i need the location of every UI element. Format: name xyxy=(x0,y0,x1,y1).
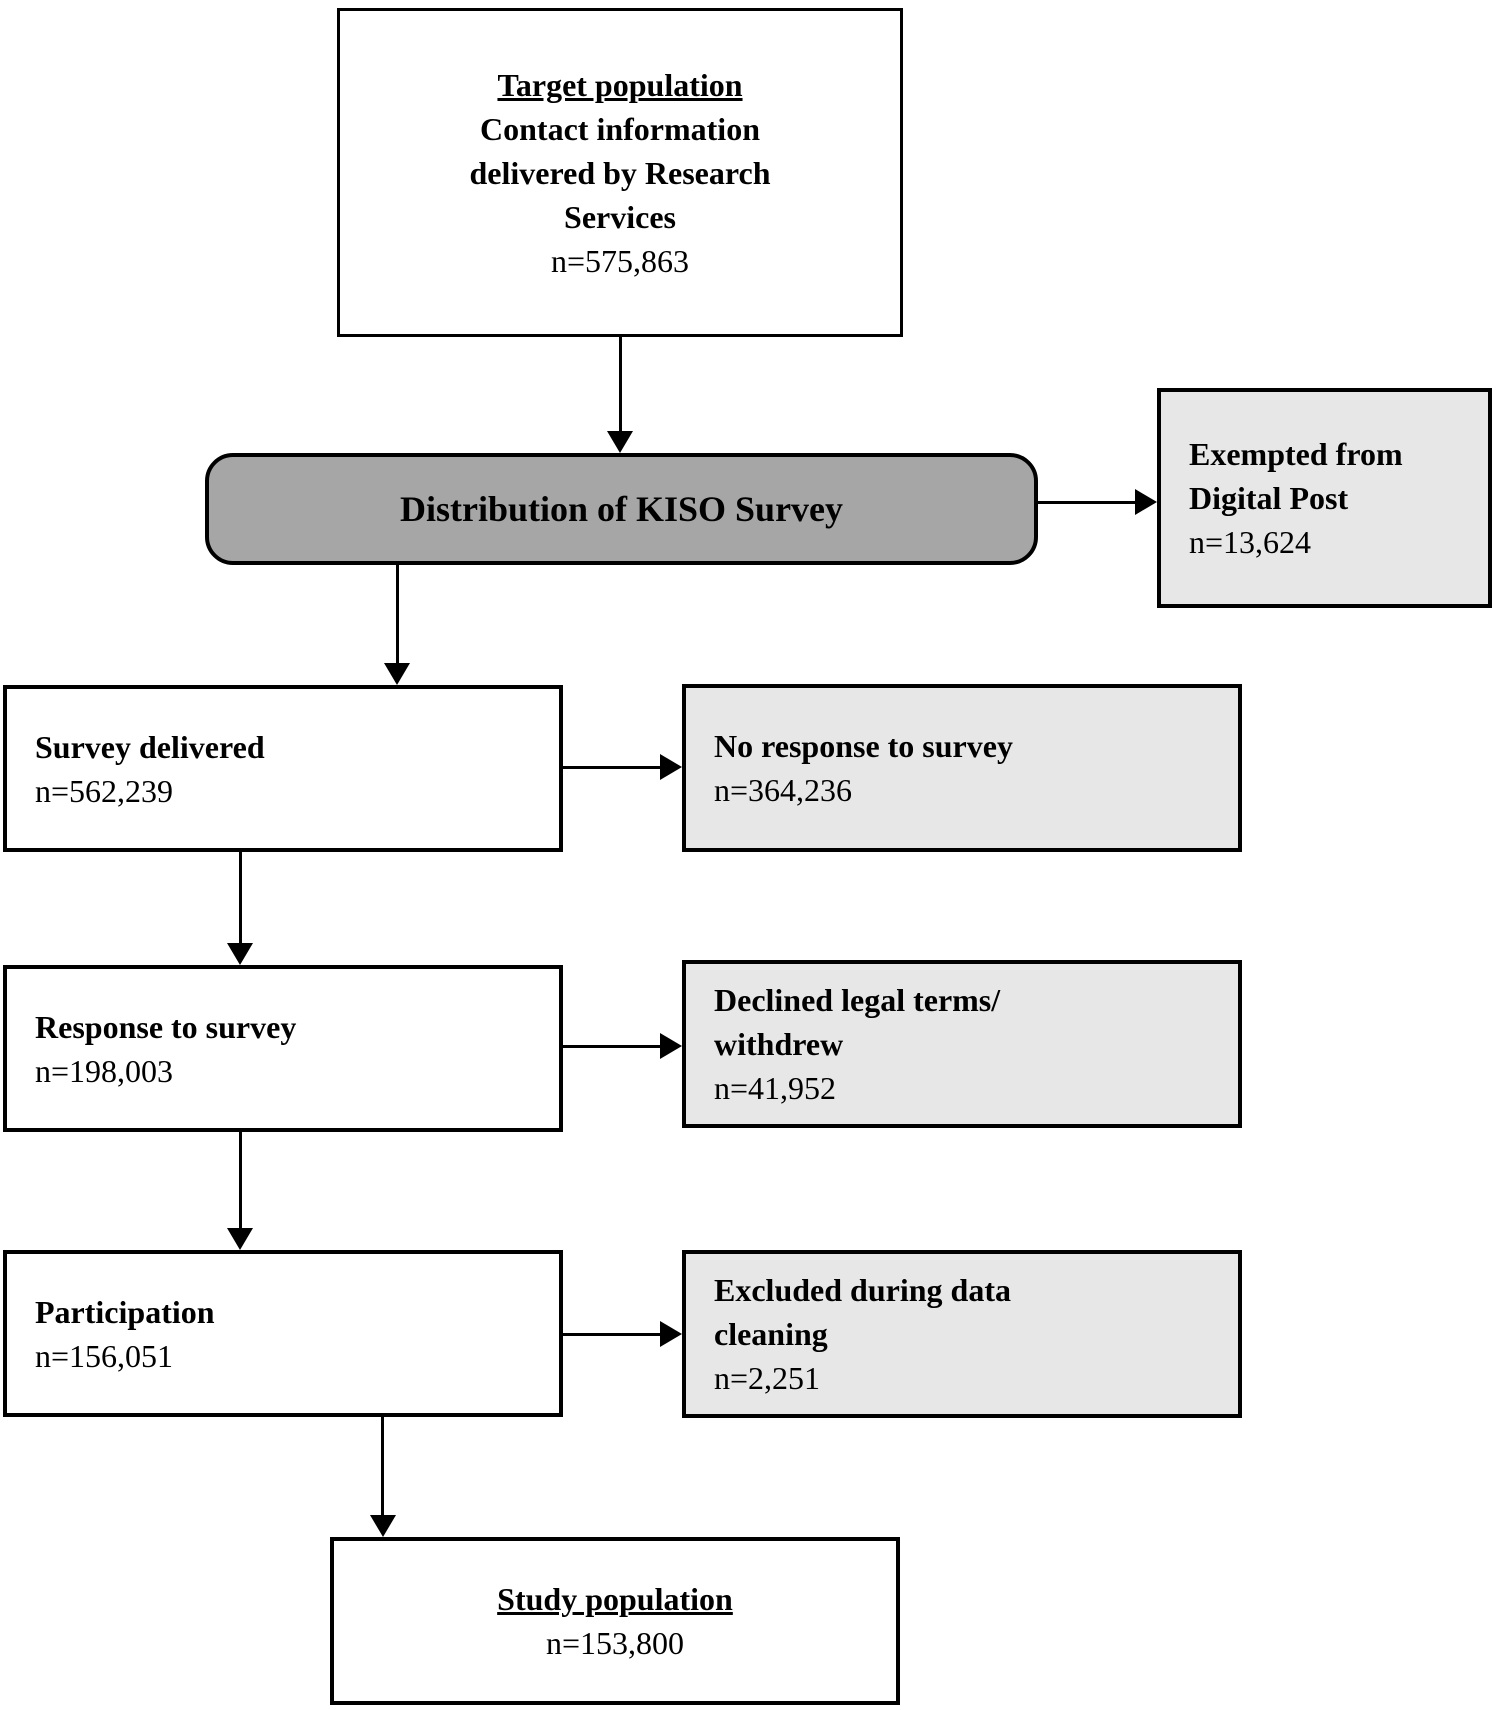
arrowhead-down-icon xyxy=(227,943,253,965)
participation-count: n=156,051 xyxy=(35,1337,174,1374)
participation-box: Participation n=156,051 xyxy=(3,1250,563,1417)
arrowhead-right-icon xyxy=(660,754,682,780)
no-response-box: No response to survey n=364,236 xyxy=(682,684,1242,852)
arrowhead-right-icon xyxy=(660,1033,682,1059)
no-response-label: No response to survey xyxy=(714,728,1013,764)
arrowhead-right-icon xyxy=(660,1321,682,1347)
arrow-line xyxy=(239,1132,242,1230)
arrowhead-down-icon xyxy=(370,1515,396,1537)
arrow-line xyxy=(563,766,663,769)
distribution-box: Distribution of KISO Survey xyxy=(205,453,1038,565)
survey-delivered-box: Survey delivered n=562,239 xyxy=(3,685,563,852)
distribution-label: Distribution of KISO Survey xyxy=(399,489,844,529)
arrow-line xyxy=(239,852,242,945)
study-population-title: Study population xyxy=(497,1581,733,1617)
arrowhead-down-icon xyxy=(384,663,410,685)
excluded-count: n=2,251 xyxy=(714,1360,821,1396)
arrow-line xyxy=(563,1045,663,1048)
target-population-box: Target population Contact information de… xyxy=(337,8,903,337)
target-population-body: Contact information delivered by Researc… xyxy=(469,110,771,235)
exempted-label: Exempted from Digital Post xyxy=(1189,436,1403,516)
declined-label: Declined legal terms/ withdrew xyxy=(714,982,1001,1062)
participation-label: Participation xyxy=(35,1293,215,1330)
response-box: Response to survey n=198,003 xyxy=(3,965,563,1132)
declined-box: Declined legal terms/ withdrew n=41,952 xyxy=(682,960,1242,1128)
arrow-line xyxy=(619,337,622,433)
excluded-label: Excluded during data cleaning xyxy=(714,1272,1011,1352)
exempted-count: n=13,624 xyxy=(1189,524,1312,560)
survey-delivered-count: n=562,239 xyxy=(35,772,174,809)
arrow-line xyxy=(563,1333,663,1336)
arrowhead-down-icon xyxy=(607,431,633,453)
arrowhead-down-icon xyxy=(227,1228,253,1250)
declined-count: n=41,952 xyxy=(714,1070,837,1106)
target-population-count: n=575,863 xyxy=(550,242,690,279)
excluded-box: Excluded during data cleaning n=2,251 xyxy=(682,1250,1242,1418)
arrow-line xyxy=(1038,501,1137,504)
response-count: n=198,003 xyxy=(35,1052,174,1089)
arrow-line xyxy=(396,565,399,665)
study-population-count: n=153,800 xyxy=(545,1625,685,1661)
arrowhead-right-icon xyxy=(1135,489,1157,515)
no-response-count: n=364,236 xyxy=(714,772,853,808)
survey-delivered-label: Survey delivered xyxy=(35,728,265,765)
target-population-title: Target population xyxy=(497,66,743,103)
study-population-box: Study population n=153,800 xyxy=(330,1537,900,1705)
exempted-box: Exempted from Digital Post n=13,624 xyxy=(1157,388,1492,608)
response-label: Response to survey xyxy=(35,1008,297,1045)
arrow-line xyxy=(381,1417,384,1517)
